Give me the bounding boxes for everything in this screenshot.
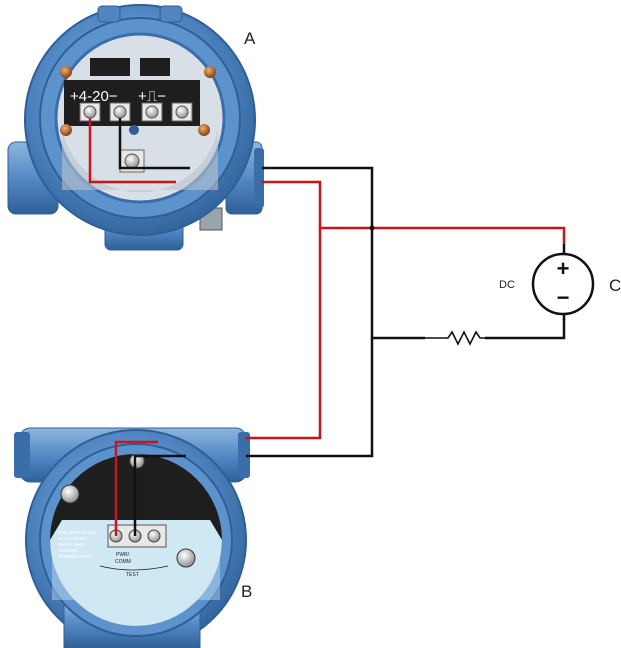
minus-sign: − <box>557 285 570 310</box>
device-a-signal-label: +4-20− <box>70 88 118 105</box>
plate-test: TEST <box>126 572 139 578</box>
device-a-terminal-board: +4-20− +⎍− <box>60 58 216 173</box>
label-b: B <box>241 582 252 601</box>
dc-source-symbol: + − <box>531 252 595 316</box>
ground-screw-icon <box>124 153 140 169</box>
plus-sign: + <box>557 256 570 281</box>
label-c: C <box>609 276 621 295</box>
bolt-icon <box>60 124 72 136</box>
plate-line-5: TEMPERATURE <box>58 554 92 559</box>
junction-dot <box>369 225 375 231</box>
device-a-pulse-label: +⎍− <box>138 88 166 105</box>
device-a-terminal-screws <box>79 102 193 122</box>
label-a: A <box>244 29 256 48</box>
plate-line-4: AMBIENT <box>58 548 78 553</box>
cover-screw-icon <box>176 548 196 568</box>
ground-screw-icon <box>129 453 145 469</box>
label-dc: DC <box>499 279 515 291</box>
red-wires <box>88 118 566 536</box>
black-wires <box>118 118 566 536</box>
bolt-icon <box>204 66 216 78</box>
cover-screw-icon <box>60 484 80 504</box>
device-b-label-plate: USE WIRE RATED AT LEAST 5°C ABOVE MAX. A… <box>58 524 169 578</box>
plate-line-3: ABOVE MAX. <box>58 542 86 547</box>
bolt-icon <box>60 66 72 78</box>
resistor-symbol <box>425 330 485 346</box>
bolt-icon <box>198 124 210 136</box>
plate-comm: COMM <box>115 559 131 565</box>
plate-line-1: USE WIRE RATED <box>58 530 97 535</box>
plate-line-2: AT LEAST 5°C <box>58 536 88 541</box>
plate-pwr: PWR/ <box>116 552 130 558</box>
